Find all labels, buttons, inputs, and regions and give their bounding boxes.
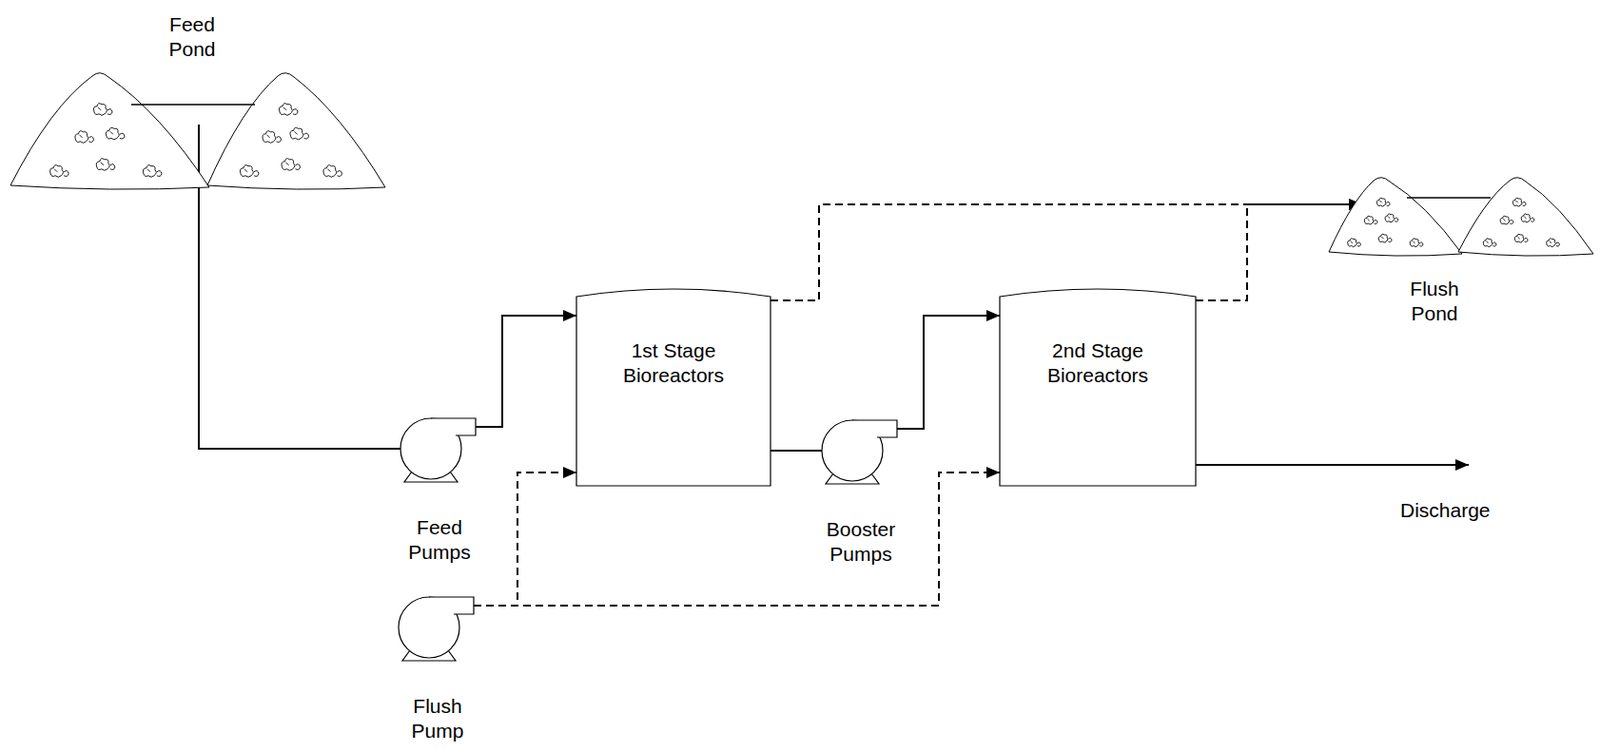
- pond-mound: [10, 73, 210, 190]
- process-pipe: [770, 449, 822, 452]
- rock: [1378, 234, 1392, 243]
- pond-outline: [10, 71, 386, 190]
- pond-label: Feed Pond: [168, 12, 215, 63]
- tank-outline: [999, 289, 1196, 487]
- pump-label: Flush Pump: [411, 694, 465, 745]
- bioreactor-tank: 1st Stage Bioreactors: [576, 285, 771, 487]
- rock: [75, 131, 95, 144]
- outlet-label: Discharge: [1400, 498, 1491, 524]
- rock: [1500, 215, 1514, 225]
- rock: [1347, 238, 1362, 248]
- rock: [142, 165, 162, 178]
- process-pipe: [475, 315, 577, 428]
- rock: [1364, 215, 1378, 225]
- flush-line: [770, 204, 1363, 301]
- pump: Feed Pumps: [399, 416, 480, 484]
- pond-surface: [131, 103, 255, 106]
- pond-mound: [1458, 177, 1594, 256]
- pump-outline: [397, 595, 478, 663]
- rock: [96, 158, 116, 172]
- rock: [278, 103, 298, 117]
- rock: [1521, 214, 1535, 223]
- tank-label: 2nd Stage Bioreactors: [1031, 338, 1165, 390]
- rock: [1409, 238, 1424, 248]
- rock: [1482, 238, 1497, 248]
- pump-outline: [820, 418, 901, 486]
- pond-outline: [1328, 175, 1594, 256]
- bioreactor-tank: 2nd Stage Bioreactors: [999, 285, 1196, 487]
- flush-line: [473, 472, 1000, 606]
- rock: [239, 165, 259, 178]
- discharge-pipe: [1195, 464, 1469, 467]
- pond-mound: [207, 73, 386, 190]
- rock: [323, 165, 343, 178]
- pond: Flush Pond: [1328, 175, 1594, 256]
- pump: Booster Pumps: [820, 418, 901, 486]
- pond: Feed Pond: [10, 71, 386, 190]
- rock: [1546, 238, 1561, 248]
- rock: [262, 131, 282, 144]
- rock: [290, 127, 310, 140]
- rock: [105, 127, 125, 140]
- pond-surface: [1406, 196, 1491, 199]
- pump: Flush Pump: [397, 595, 478, 663]
- process-pipe: [897, 315, 1000, 430]
- tank-label: 1st Stage Bioreactors: [606, 338, 741, 390]
- rock: [93, 103, 113, 117]
- pump-outline: [399, 416, 480, 484]
- rock: [1376, 197, 1390, 207]
- pump-label: Booster Pumps: [826, 517, 896, 568]
- rock: [1385, 214, 1399, 223]
- pump-label: Feed Pumps: [408, 515, 470, 566]
- pump-outlet: [852, 420, 898, 438]
- rock: [1512, 197, 1526, 207]
- pond-label: Flush Pond: [1409, 276, 1459, 328]
- pump-outlet: [429, 597, 474, 615]
- tank-outline: [576, 289, 771, 487]
- flush-line: [473, 472, 577, 606]
- rock: [1514, 234, 1528, 243]
- pump-outlet: [430, 418, 476, 436]
- rock: [50, 165, 70, 178]
- pond-mound: [1328, 177, 1463, 256]
- rock: [281, 158, 301, 172]
